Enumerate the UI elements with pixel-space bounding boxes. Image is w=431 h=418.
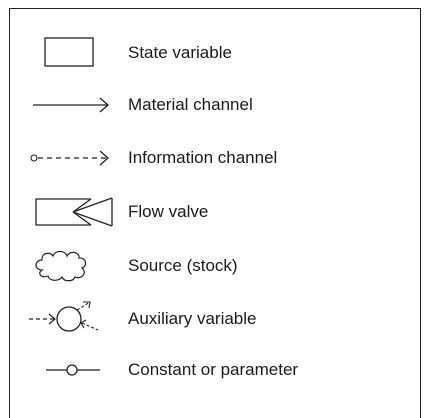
legend-item-information-channel: Information channel [10, 138, 420, 178]
constant-parameter-icon [28, 350, 128, 390]
legend-item-state-variable: State variable [10, 33, 420, 73]
legend-label: Auxiliary variable [128, 309, 257, 328]
legend-label: Information channel [128, 148, 278, 167]
auxiliary-variable-icon [28, 299, 128, 339]
state-variable-icon [28, 33, 128, 73]
cloud-icon [28, 246, 128, 286]
legend-item-auxiliary-variable: Auxiliary variable [10, 299, 420, 339]
material-arrow-icon [28, 85, 128, 125]
legend-label: Source (stock) [128, 256, 238, 275]
legend-label: State variable [128, 43, 232, 62]
legend-label: Flow valve [128, 202, 209, 221]
legend-item-constant-parameter: Constant or parameter [10, 350, 420, 390]
legend-label: Constant or parameter [128, 360, 299, 379]
legend-label: Material channel [128, 95, 253, 114]
legend-item-material-channel: Material channel [10, 85, 420, 125]
legend-item-flow-valve: Flow valve [10, 192, 420, 232]
legend-box: State variable Material channel Informat… [9, 8, 421, 418]
legend-item-source-stock: Source (stock) [10, 246, 420, 286]
flow-valve-icon [28, 192, 128, 232]
information-arrow-icon [28, 138, 128, 178]
